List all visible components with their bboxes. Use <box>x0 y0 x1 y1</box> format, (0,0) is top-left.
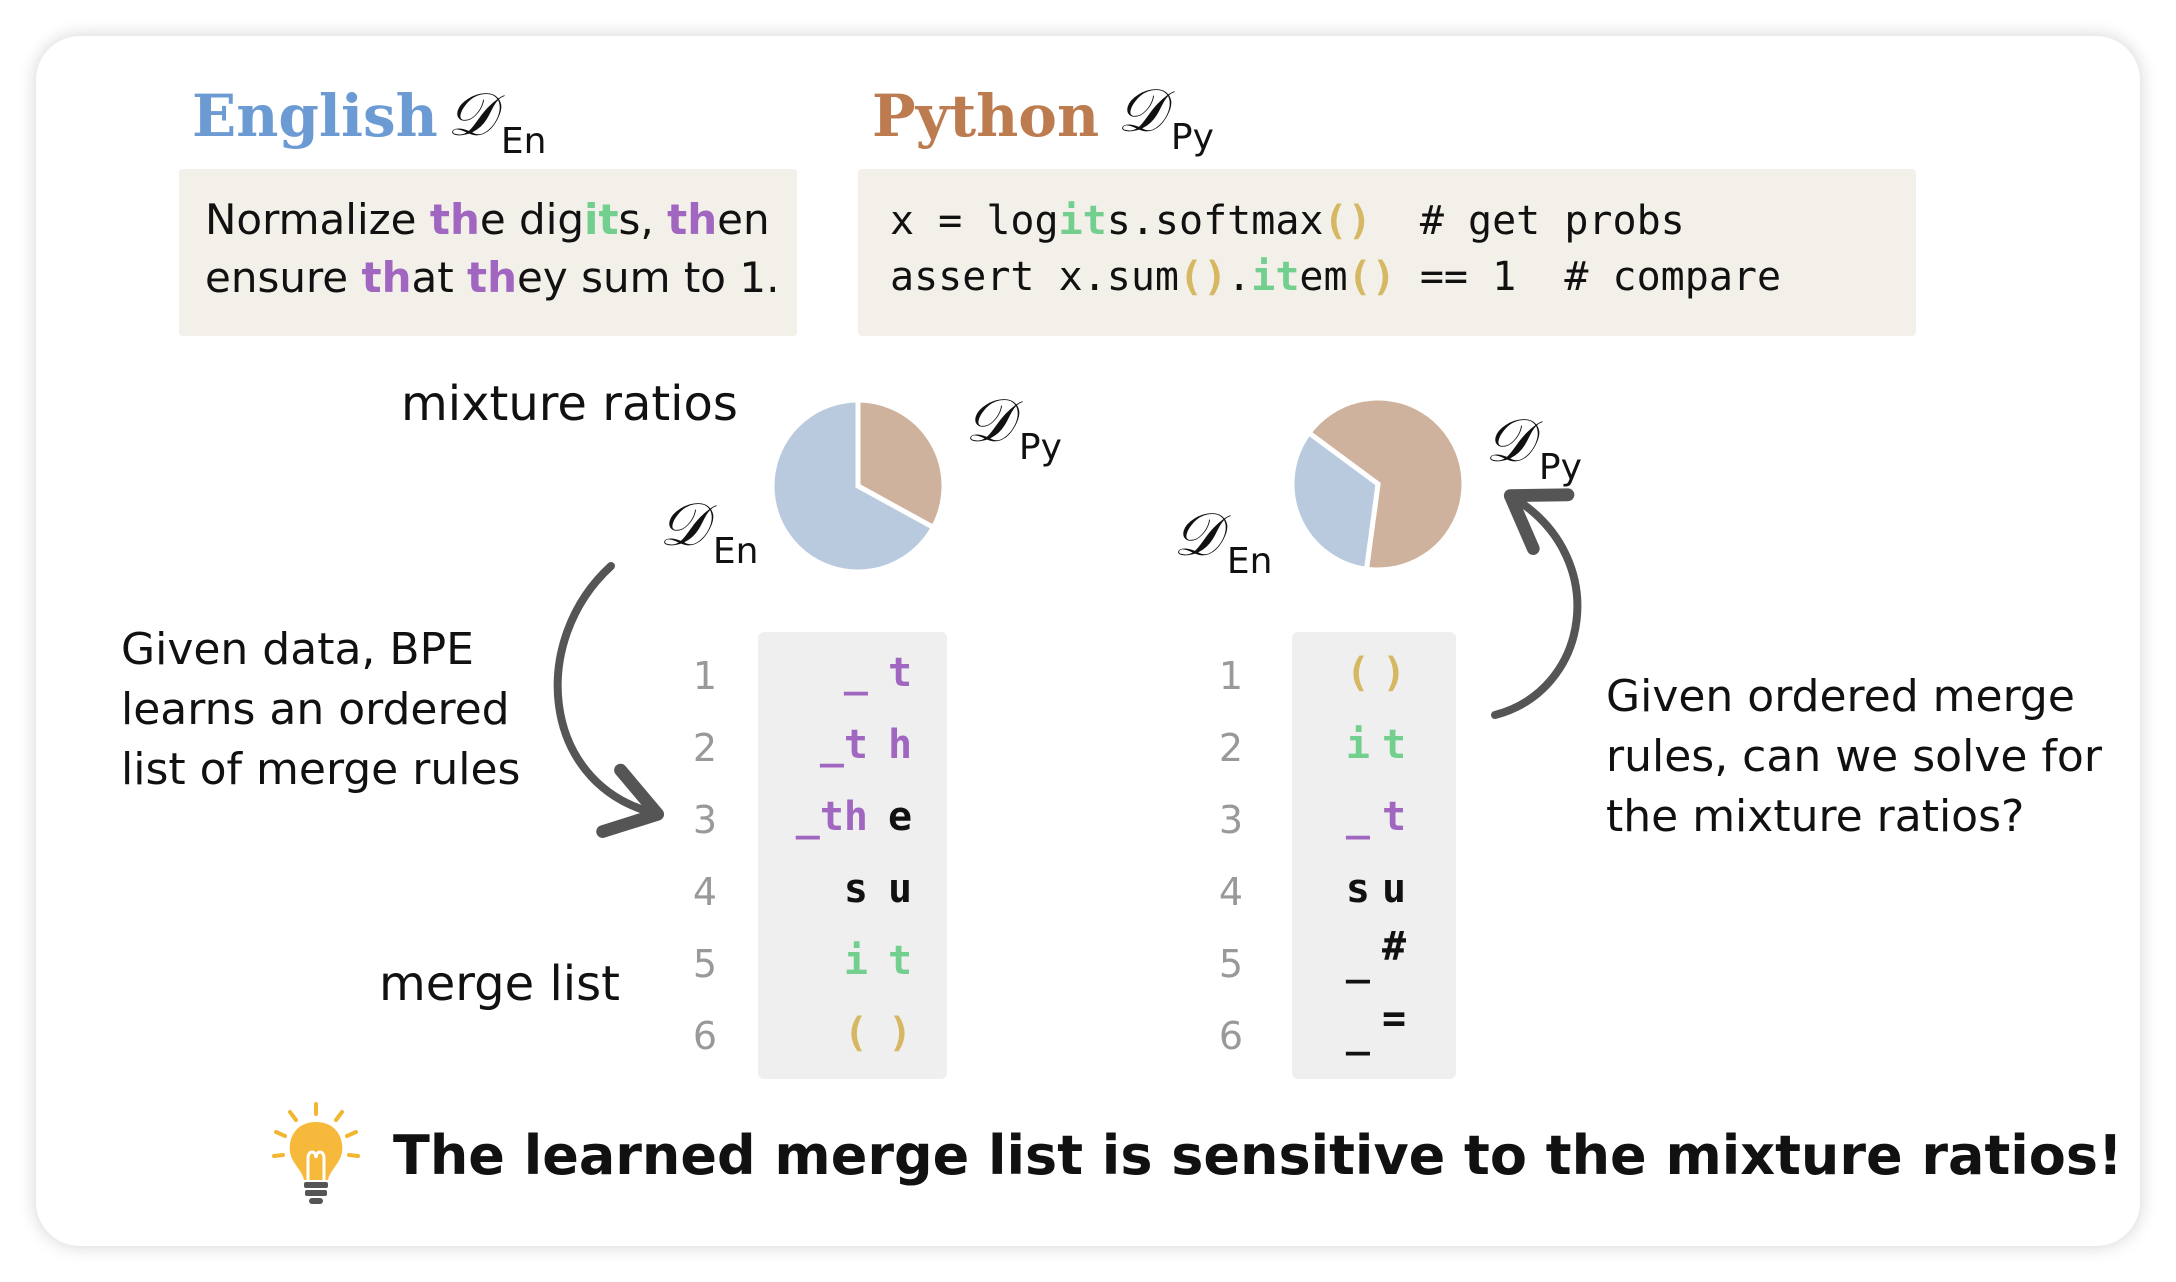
merge-list-label: merge list <box>379 956 620 1012</box>
right-text-line: rules, can we solve for <box>1606 731 2102 782</box>
pie2-python-slice <box>1305 395 1467 573</box>
text-segment: () <box>1347 254 1396 300</box>
merge-token-left: ( <box>843 1010 868 1056</box>
text-segment: x = log <box>890 198 1059 244</box>
merge-token-right: h <box>888 722 913 768</box>
merge-token-left: _ <box>1345 1010 1370 1056</box>
merge-rank: 3 <box>692 798 718 842</box>
merge-token-left: s <box>1345 866 1370 912</box>
merge-rank: 6 <box>1218 1014 1244 1058</box>
left-text-line: list of merge rules <box>121 744 521 795</box>
text-segment: () <box>1178 254 1228 300</box>
text-segment: . <box>1227 254 1252 300</box>
text-segment: at <box>411 253 468 302</box>
text-segment: en <box>717 195 770 244</box>
merge-rank: 6 <box>692 1014 718 1058</box>
merge-token-right: = <box>1382 996 1407 1042</box>
right-explanation: Given ordered merge rules, can we solve … <box>1606 667 2102 847</box>
text-segment: # get probs <box>1371 198 1685 244</box>
merge-token-right: t <box>888 650 913 696</box>
right-text-line: Given ordered merge <box>1606 671 2075 722</box>
merge-token-right: t <box>888 938 913 984</box>
pie2-english-slice <box>1289 429 1381 573</box>
text-segment: it <box>1058 198 1107 244</box>
merge-rank: 3 <box>1218 798 1244 842</box>
merge-token-left: _ <box>1345 938 1370 984</box>
text-segment: ensure <box>205 253 362 302</box>
merge-token-left: _ <box>843 650 868 696</box>
merge-token-right: u <box>888 866 913 912</box>
text-segment: Normalize <box>205 195 430 244</box>
text-segment: == 1 # compare <box>1395 254 1782 300</box>
text-segment: assert x.sum <box>890 254 1179 300</box>
text-segment: e dig <box>479 195 585 244</box>
english-sample-line: ensure that they sum to 1. <box>205 249 779 307</box>
merge-token-left: _t <box>819 722 868 768</box>
left-text-line: learns an ordered <box>121 684 510 735</box>
merge-token-left: i <box>1345 722 1370 768</box>
left-explanation: Given data, BPE learns an ordered list o… <box>121 620 520 800</box>
text-segment: it <box>584 195 619 244</box>
merge-token-left: s <box>843 866 868 912</box>
merge-rank: 4 <box>692 870 718 914</box>
text-segment: () <box>1323 198 1372 244</box>
text-segment: th <box>361 253 412 302</box>
text-segment: em <box>1299 254 1348 300</box>
merge-rank: 1 <box>1218 654 1244 698</box>
arrow-learn <box>553 562 665 838</box>
merge-token-left: ( <box>1345 650 1370 696</box>
arrow-solve <box>1491 488 1582 719</box>
merge-token-left: _ <box>1345 794 1370 840</box>
merge-token-right: u <box>1382 866 1407 912</box>
merge-rank: 4 <box>1218 870 1244 914</box>
merge-rank: 5 <box>1218 942 1244 986</box>
right-text-line: the mixture ratios? <box>1606 791 2025 842</box>
takeaway-text: The learned merge list is sensitive to t… <box>393 1124 2123 1187</box>
merge-list-english <box>758 632 947 1079</box>
text-segment: it <box>1251 254 1300 300</box>
merge-token-right: t <box>1382 794 1407 840</box>
merge-rank: 2 <box>692 726 718 770</box>
text-segment: s, <box>618 195 668 244</box>
pie1-english-slice <box>769 397 937 575</box>
merge-rank: 1 <box>692 654 718 698</box>
lightbulb-icon <box>268 1100 364 1210</box>
merge-list-python <box>1292 632 1456 1079</box>
merge-rank: 5 <box>692 942 718 986</box>
python-title: Python <box>872 82 1100 150</box>
python-sample-line: assert x.sum().item() == 1 # compare <box>890 249 1781 305</box>
english-title: English <box>192 82 438 150</box>
merge-rank: 2 <box>1218 726 1244 770</box>
merge-token-right: ) <box>888 1010 913 1056</box>
english-sample-line: Normalize the digits, then <box>205 191 779 249</box>
mixture-ratios-label: mixture ratios <box>401 376 738 432</box>
merge-token-left: _th <box>795 794 868 840</box>
merge-token-right: # <box>1382 924 1407 970</box>
merge-token-right: e <box>888 794 913 840</box>
merge-token-left: i <box>843 938 868 984</box>
python-sample-line: x = logits.softmax() # get probs <box>890 193 1781 249</box>
text-segment: s.softmax <box>1106 198 1324 244</box>
left-text-line: Given data, BPE <box>121 624 474 675</box>
merge-token-right: ) <box>1382 650 1407 696</box>
text-segment: th <box>667 195 718 244</box>
text-segment: th <box>467 253 518 302</box>
text-segment: th <box>429 195 480 244</box>
merge-token-right: t <box>1382 722 1407 768</box>
text-segment: ey sum to 1. <box>517 253 780 302</box>
